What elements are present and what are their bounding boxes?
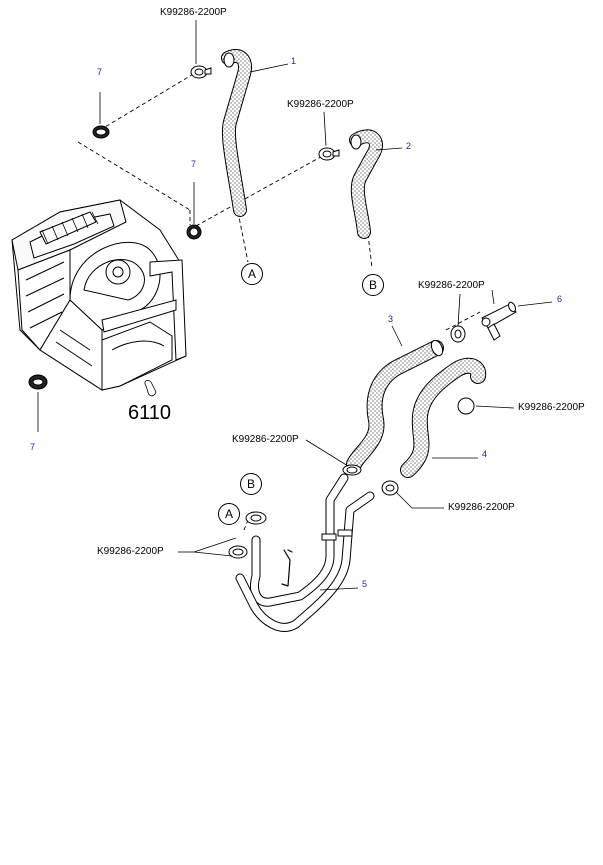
heater-unit-drawing: [11, 199, 187, 397]
clamp-label-right: K99286-2200P: [418, 280, 485, 291]
clamp-label-hose4: K99286-2200P: [518, 402, 585, 413]
ref-5: 5: [362, 579, 368, 589]
ref-4: 4: [482, 449, 488, 459]
grommets: [28, 125, 202, 390]
valve-part-6: [481, 301, 517, 341]
hose-4: [400, 357, 487, 478]
connector-b-lower: B: [240, 473, 262, 495]
hose-1: [221, 49, 252, 217]
connector-a-lower: A: [218, 503, 240, 525]
connector-a-upper: A: [241, 263, 263, 285]
pipe-assembly-5: [235, 473, 375, 632]
ref-7-mid: 7: [191, 159, 197, 169]
connector-b-upper: B: [362, 274, 384, 296]
clamp-right: [450, 325, 466, 343]
clamp-label-lower-left: K99286-2200P: [97, 546, 164, 557]
clamp-hose4-top: [457, 397, 475, 415]
ref-6: 6: [557, 294, 563, 304]
clamp-top: [190, 65, 212, 79]
clamp-hose2: [318, 147, 340, 161]
clamp-mid: [342, 464, 362, 476]
ref-2: 2: [406, 141, 412, 151]
ref-3: 3: [388, 314, 394, 324]
ref-7-top: 7: [97, 67, 103, 77]
leader-lines: [37, 20, 553, 591]
clamp-label-mid: K99286-2200P: [232, 434, 299, 445]
clamp-lower-right: [381, 480, 399, 496]
assembly-number: 6110: [128, 402, 172, 424]
grommet-top: [92, 125, 110, 139]
clamp-label-hose2: K99286-2200P: [287, 99, 354, 110]
clamp-label-lower-right: K99286-2200P: [448, 502, 515, 513]
clamp-label-top: K99286-2200P: [160, 7, 227, 18]
hose-3: [346, 339, 444, 472]
ref-1: 1: [291, 56, 297, 66]
grommet-mid: [186, 224, 202, 240]
clamp-a: [228, 545, 248, 559]
hose-2: [349, 129, 383, 239]
ref-7-bottom: 7: [30, 442, 36, 452]
clamp-b: [245, 511, 267, 525]
grommet-bottom: [28, 374, 48, 390]
dashed-leader-lines: [77, 69, 481, 531]
